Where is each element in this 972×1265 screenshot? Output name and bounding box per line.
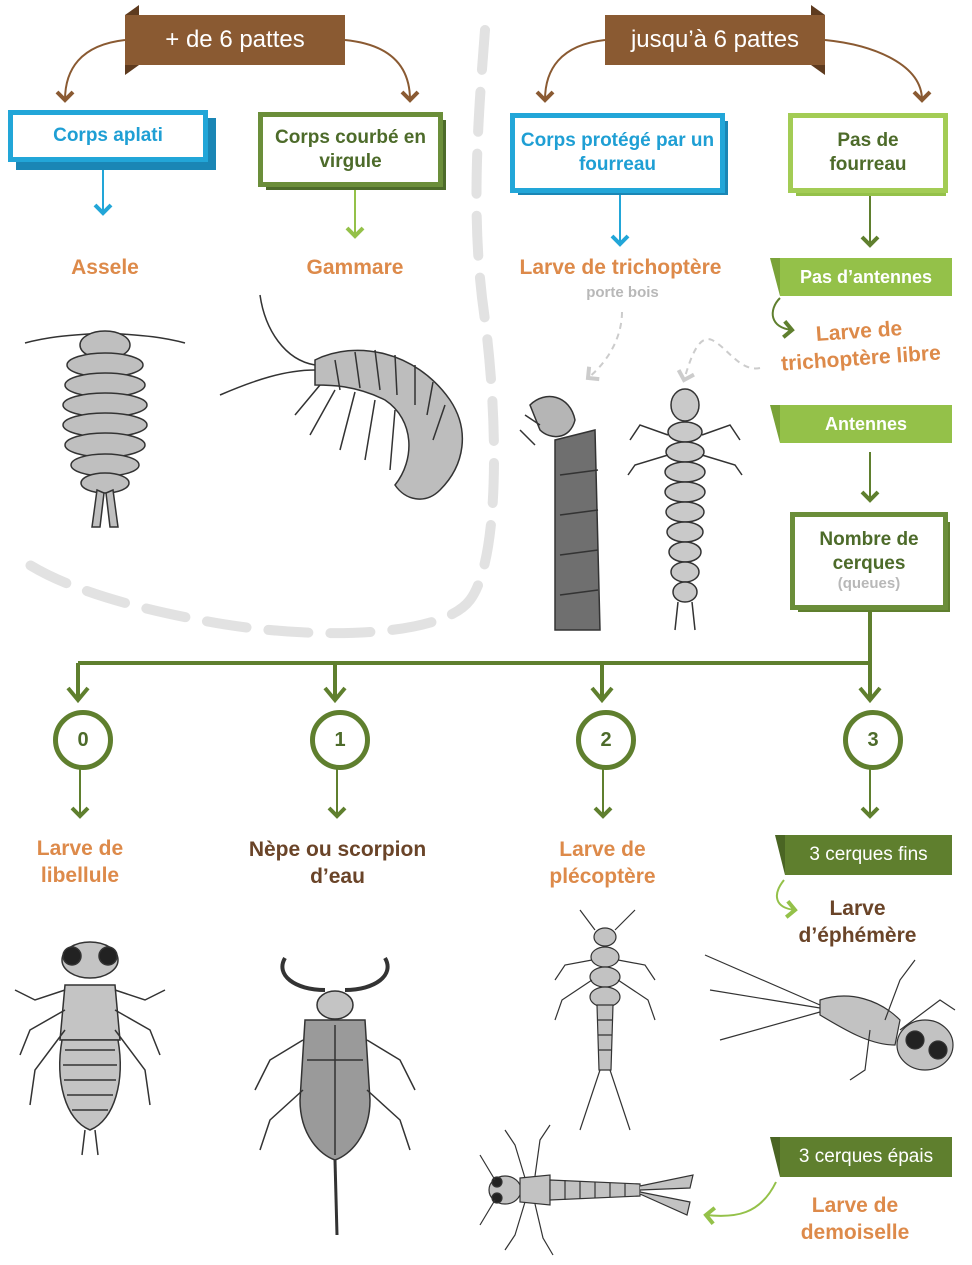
plecoptere-illustration	[550, 905, 660, 1135]
banner-fold-left-bottom	[125, 65, 139, 75]
tab-fold-4	[770, 1137, 780, 1177]
circle-3-cerques: 3	[843, 710, 903, 770]
banner-fold-left	[125, 5, 139, 15]
label-plecoptere: Larve de plécoptère	[535, 836, 670, 891]
libellule-illustration	[10, 930, 170, 1160]
tab-3-cerques-fins: 3 cerques fins	[785, 835, 952, 875]
box-corps-aplati: Corps aplati	[8, 110, 208, 162]
label-trichoptere: Larve de trichoptère	[498, 254, 743, 281]
gammare-illustration	[215, 290, 485, 520]
nepe-illustration	[245, 950, 425, 1240]
label-nepe: Nèpe ou scorpion d’eau	[245, 836, 430, 891]
circle-2-cerques: 2	[576, 710, 636, 770]
circle-0-cerques: 0	[53, 710, 113, 770]
banner-fold-right-bottom	[811, 65, 825, 75]
trichoptere-libre-illustration	[620, 380, 750, 635]
tab-pas-d-antennes: Pas d’antennes	[780, 258, 952, 296]
box-corps-protege: Corps protégé par un fourreau	[510, 113, 725, 193]
label-porte-bois: porte bois	[560, 284, 685, 301]
banner-plus-de-6-pattes: + de 6 pattes	[125, 15, 345, 65]
label-demoiselle: Larve de demoiselle	[770, 1192, 940, 1247]
label-libellule: Larve de libellule	[20, 835, 140, 890]
tab-antennes: Antennes	[780, 405, 952, 443]
ephemere-illustration	[700, 930, 970, 1095]
tab-fold-3	[775, 835, 785, 875]
label-gammare: Gammare	[285, 254, 425, 281]
box-nombre-cerques: Nombre de cerques (queues)	[790, 512, 948, 610]
box-pas-de-fourreau: Pas de fourreau	[788, 113, 948, 193]
demoiselle-illustration	[475, 1120, 700, 1260]
banner-jusqu-a-6-pattes: jusqu’à 6 pattes	[605, 15, 825, 65]
tab-3-cerques-epais: 3 cerques épais	[780, 1137, 952, 1177]
box-corps-courbe: Corps courbé en virgule	[258, 112, 443, 187]
assele-illustration	[10, 315, 200, 535]
circle-1-cerque: 1	[310, 710, 370, 770]
tab-fold-2	[770, 405, 780, 443]
banner-fold-right	[811, 5, 825, 15]
trichoptere-fourreau-illustration	[510, 385, 610, 635]
tab-fold-1	[770, 258, 780, 296]
label-assele: Assele	[40, 254, 170, 281]
